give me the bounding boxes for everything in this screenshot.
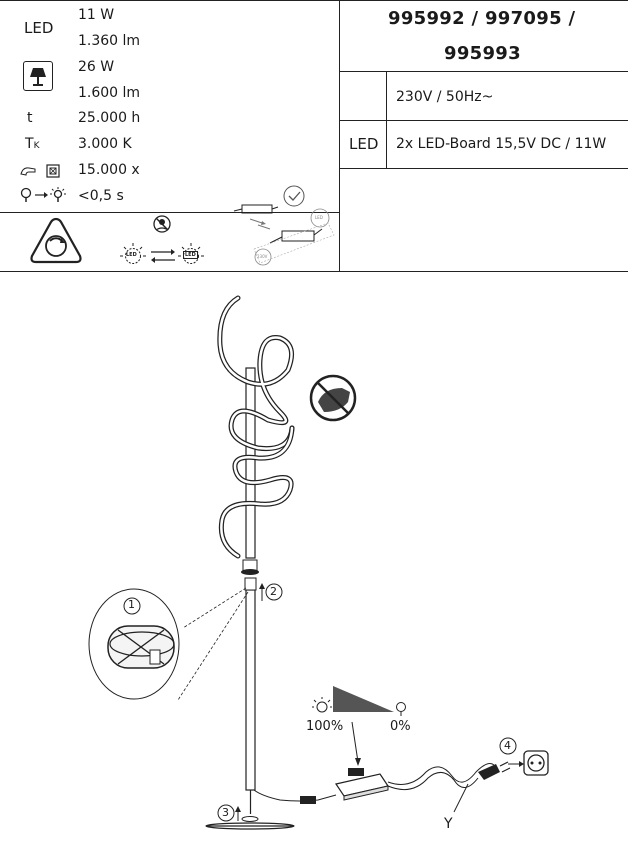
- floor-lamp-diagram: [88, 295, 549, 830]
- color-temp-value: 3.000 K: [78, 136, 132, 152]
- lifetime-value: 25.000 h: [78, 110, 141, 126]
- driver-replacement-icon: [233, 185, 335, 266]
- table-bottom-border: [0, 271, 628, 272]
- color-temp-label-sub: K: [33, 141, 40, 151]
- lamp-lumen: 1.600 lm: [78, 85, 141, 101]
- model-numbers-line2: 995993: [444, 43, 521, 64]
- step-2-label: 2: [270, 585, 277, 598]
- table-top-border: [0, 0, 628, 1]
- led-label-small: LED: [126, 252, 137, 258]
- dimmer-min-label: 0%: [390, 719, 411, 734]
- dimmable-icon: [30, 217, 82, 264]
- lifetime-label: t: [27, 110, 33, 126]
- led-bulb-swap-icon: [120, 215, 204, 264]
- header-row-separator: [339, 71, 628, 72]
- start-time-value: <0,5 s: [78, 188, 124, 204]
- start-time-icon: [20, 187, 66, 202]
- driver-led-label: LED: [315, 215, 323, 220]
- dimmer-max-label: 100%: [306, 719, 344, 734]
- model-numbers-line1: 995992 / 997095 /: [388, 8, 576, 29]
- table-lamp-icon: [23, 61, 53, 91]
- switch-cycles-icon: [20, 164, 60, 178]
- color-temp-label: TK: [25, 136, 39, 154]
- led-label: LED: [24, 19, 54, 37]
- led-board-label: LED: [349, 135, 379, 153]
- table-divider: [339, 0, 340, 271]
- led-board-value: 2x LED-Board 15,5V DC / 11W: [396, 136, 607, 152]
- led-lumen: 1.360 lm: [78, 33, 141, 49]
- switch-cycles-value: 15.000 x: [78, 162, 140, 178]
- cable-y-label: Y: [444, 816, 453, 832]
- color-temp-label-main: T: [25, 136, 34, 152]
- voltage-row-separator: [339, 120, 628, 121]
- step-4-label: 4: [504, 739, 511, 752]
- driver-230v-label: 230V: [257, 254, 268, 259]
- voltage-value: 230V / 50Hz~: [396, 89, 494, 105]
- led-label-boxed: LED: [183, 251, 198, 259]
- step-1-label: 1: [128, 598, 135, 611]
- step-3-label: 3: [222, 806, 229, 819]
- specs-separator: [0, 212, 339, 213]
- led-row-separator: [339, 168, 628, 169]
- led-power: 11 W: [78, 7, 115, 23]
- lamp-power: 26 W: [78, 59, 115, 75]
